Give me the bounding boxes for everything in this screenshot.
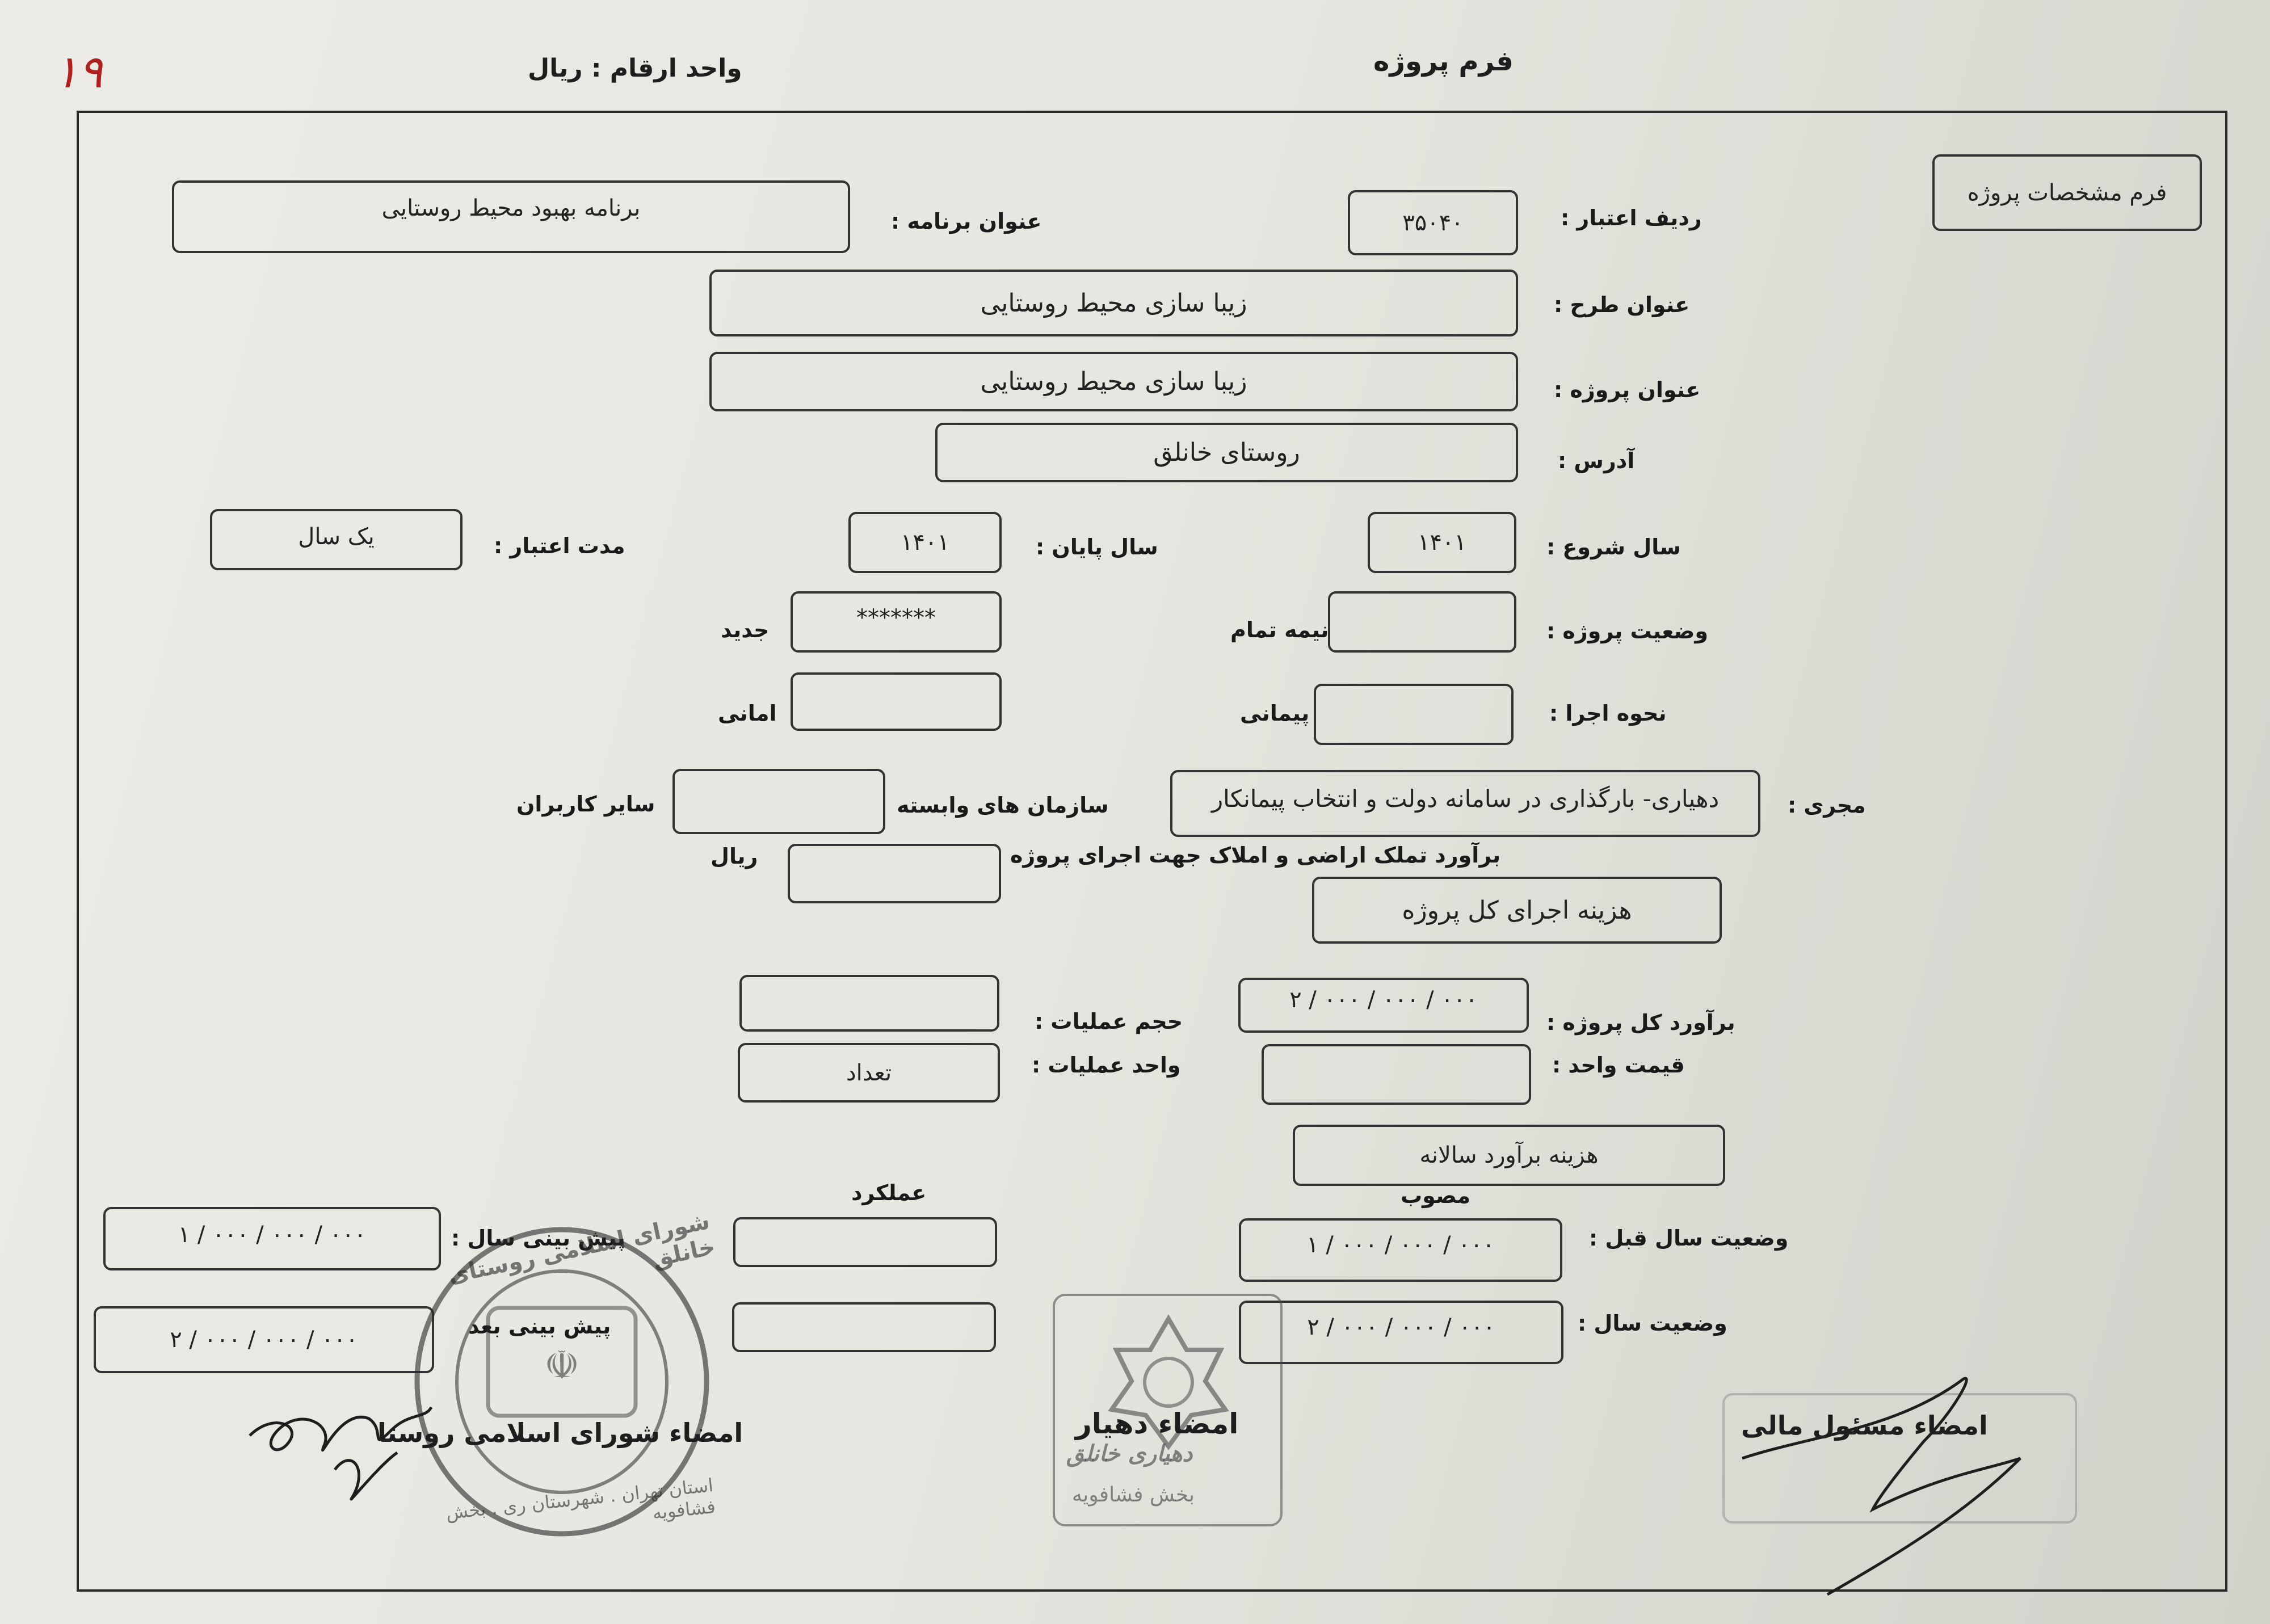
contract-checkbox[interactable] (1314, 684, 1514, 745)
total-estimate-label: برآورد کل پروژه : (1546, 1010, 1735, 1035)
dehyari-stamp-name: دهیاری خانلق (1066, 1441, 1193, 1467)
duration-field[interactable]: یک سال (210, 509, 463, 570)
dehyari-stamp-region: بخش فشافویه (1072, 1483, 1195, 1507)
trust-label: امانی (718, 701, 777, 726)
operation-volume-label: حجم عملیات : (1035, 1009, 1183, 1034)
credit-row-field[interactable]: ۳۵۰۴۰ (1348, 190, 1518, 255)
unit-price-field[interactable] (1262, 1044, 1531, 1105)
dehyari-stamp: دهیاری خانلق بخش فشافویه (1053, 1294, 1283, 1526)
start-year-label: سال شروع : (1546, 535, 1681, 559)
other-users-label: سایر کاربران (516, 792, 655, 817)
total-estimate-field[interactable]: ۲ / ۰۰۰ / ۰۰۰ / ۰۰۰ (1238, 978, 1529, 1033)
currency-unit: واحد ارقام : ریال (528, 54, 742, 83)
financial-stamp (1722, 1393, 2077, 1524)
current-year-status-field[interactable]: ۲ / ۰۰۰ / ۰۰۰ / ۰۰۰ (1239, 1301, 1563, 1364)
address-field[interactable]: روستای خانلق (935, 423, 1518, 482)
financial-signature-icon (1742, 1377, 2021, 1596)
project-title-label: عنوان پروژه : (1554, 377, 1701, 402)
half-done-checkbox[interactable] (1328, 591, 1516, 653)
duration-label: مدت اعتبار : (494, 533, 625, 558)
start-year-field[interactable]: ۱۴۰۱ (1368, 512, 1516, 573)
forecast-year-field[interactable]: ۱ / ۰۰۰ / ۰۰۰ / ۰۰۰ (103, 1207, 441, 1270)
unit-price-label: قیمت واحد : (1552, 1053, 1685, 1078)
forecast-after-field[interactable]: ۲ / ۰۰۰ / ۰۰۰ / ۰۰۰ (94, 1306, 434, 1373)
form-title: فرم پروژه (1373, 45, 1514, 77)
operation-volume-field[interactable] (739, 975, 999, 1032)
address-label: آدرس : (1558, 448, 1635, 473)
land-estimate-unit: ریال (711, 844, 758, 869)
end-year-label: سال پایان : (1036, 535, 1158, 559)
performance-heading: عملکرد (851, 1180, 927, 1205)
svg-text:☫: ☫ (544, 1342, 580, 1389)
executor-label: مجری : (1788, 793, 1866, 818)
current-year-performance-field[interactable] (732, 1302, 996, 1352)
credit-row-label: ردیف اعتبار : (1561, 205, 1702, 230)
operation-unit-field[interactable]: تعداد (738, 1043, 1000, 1103)
land-estimate-field[interactable] (788, 844, 1001, 903)
plan-title-field[interactable]: زیبا سازی محیط روستایی (709, 270, 1518, 336)
execution-method-label: نحوه اجرا : (1549, 701, 1667, 726)
project-status-label: وضعیت پروژه : (1546, 619, 1709, 643)
trust-checkbox[interactable] (791, 672, 1002, 731)
dehyar-signature-label: امضاء دهیار (1075, 1407, 1239, 1440)
program-title-field[interactable]: برنامه بهبود محیط روستایی (172, 180, 850, 253)
new-checkbox[interactable]: ******* (791, 591, 1002, 653)
total-cost-heading: هزینه اجرای کل پروژه (1312, 877, 1722, 944)
forecast-after-label: پیش بینی بعد (468, 1314, 611, 1339)
council-signature-icon (249, 1406, 433, 1501)
operation-unit-label: واحد عملیات : (1032, 1053, 1181, 1078)
star-emblem-icon (1108, 1314, 1229, 1450)
prev-year-performance-field[interactable] (733, 1217, 997, 1267)
plan-title-label: عنوان طرح : (1554, 292, 1690, 317)
council-seal: ☫ شورای اسلامی روستای خانلق استان تهران … (409, 1208, 717, 1541)
prev-year-status-field[interactable]: ۱ / ۰۰۰ / ۰۰۰ / ۰۰۰ (1239, 1218, 1562, 1282)
spec-box: فرم مشخصات پروژه (1932, 154, 2202, 231)
land-estimate-label: برآورد تملک اراضی و املاک جهت اجرای پروژ… (1010, 843, 1501, 868)
new-label: جدید (721, 617, 770, 642)
council-signature-label: امضاء شورای اسلامی روستا (377, 1417, 743, 1448)
page-number: ۱۹ (54, 45, 103, 98)
end-year-field[interactable]: ۱۴۰۱ (848, 512, 1002, 573)
program-title-label: عنوان برنامه : (891, 209, 1042, 234)
annual-cost-heading: هزینه برآورد سالانه (1293, 1125, 1725, 1186)
current-year-status-label: وضعیت سال : (1578, 1311, 1727, 1336)
half-done-label: نیمه تمام (1230, 617, 1329, 642)
form-frame (77, 111, 2227, 1592)
contract-label: پیمانی (1240, 701, 1310, 726)
project-title-field[interactable]: زیبا سازی محیط روستایی (709, 352, 1518, 411)
executor-field[interactable]: دهیاری- بارگذاری در سامانه دولت و انتخاب… (1170, 770, 1760, 837)
prev-year-status-label: وضعیت سال قبل : (1589, 1226, 1789, 1251)
related-orgs-label: سازمان های وابسته (897, 793, 1109, 818)
related-orgs-field[interactable] (672, 769, 885, 834)
approved-heading: مصوب (1401, 1183, 1470, 1208)
